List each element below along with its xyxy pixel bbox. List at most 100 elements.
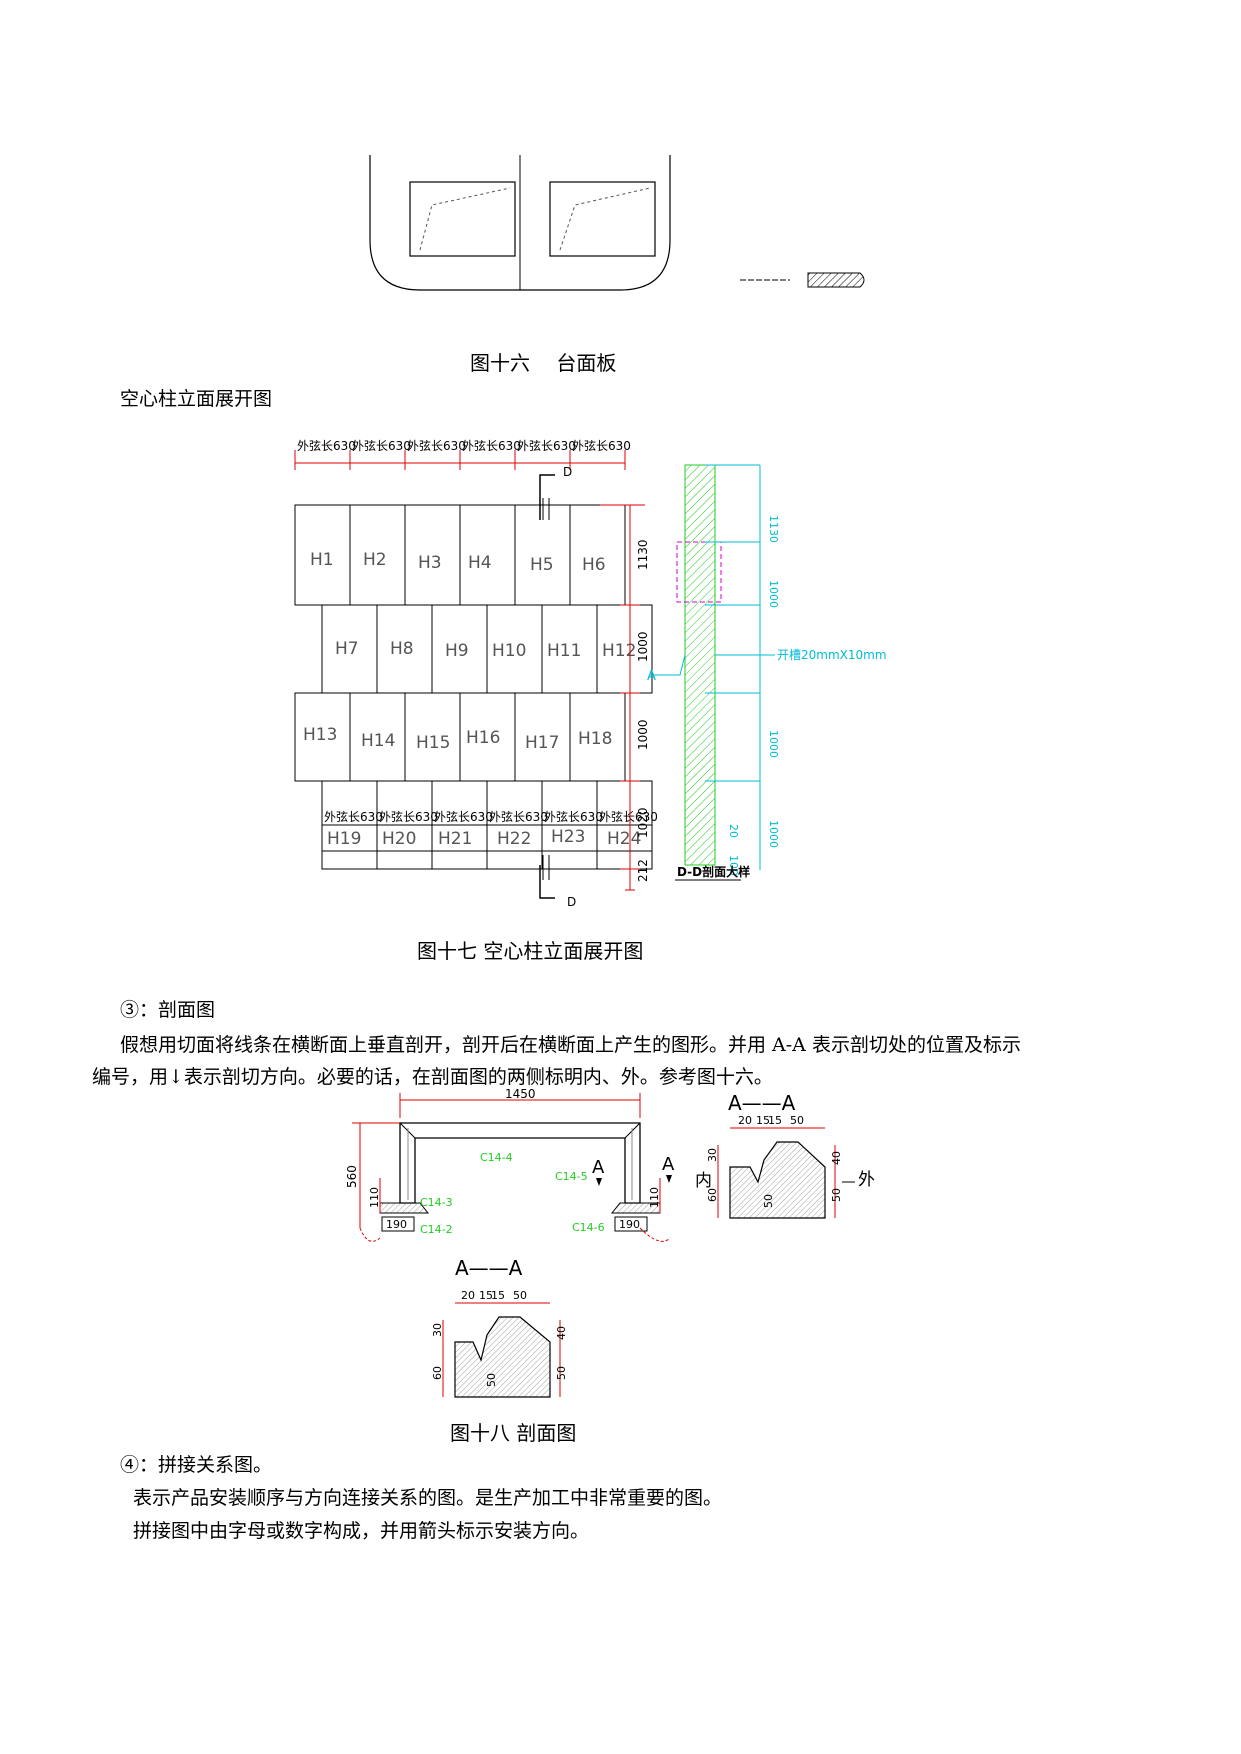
chord-label: 外弦长630 bbox=[544, 809, 603, 824]
code-label: C14-3 bbox=[420, 1196, 453, 1209]
dim-label: 212 bbox=[636, 859, 650, 882]
profile-dim: 50 bbox=[513, 1289, 527, 1302]
dim-label: 1020 bbox=[636, 807, 650, 838]
panel-label: H21 bbox=[438, 829, 472, 849]
panel-label: H11 bbox=[547, 641, 581, 661]
profile-dim: 15 bbox=[479, 1289, 493, 1302]
profile-dim: 30 bbox=[706, 1148, 719, 1162]
code-label: C14-6 bbox=[572, 1221, 605, 1234]
chord-label: 外弦长630 bbox=[572, 438, 631, 453]
sec3-heading: ③：剖面图 bbox=[120, 999, 216, 1021]
dd-section-detail: 1130 1000 1000 1000 20 100 开槽20mmX10mm A… bbox=[647, 464, 887, 881]
fig18-profile-bottom: 20 15 15 50 30 60 40 50 50 bbox=[431, 1289, 568, 1398]
chord-label: 外弦长630 bbox=[462, 438, 521, 453]
chord-label: 外弦长630 bbox=[324, 809, 383, 824]
panel-label: H4 bbox=[468, 553, 492, 573]
profile-dim: 50 bbox=[555, 1366, 568, 1380]
panel-label: H19 bbox=[327, 829, 361, 849]
panel-label: H8 bbox=[390, 639, 414, 659]
profile-dim: 20 bbox=[738, 1114, 752, 1127]
dim-label: 1130 bbox=[636, 539, 650, 570]
panel-label: H18 bbox=[578, 729, 612, 749]
fig18-plan: 1450 560 110 110 190 190 C14-4 C14-5 C14… bbox=[345, 1088, 675, 1242]
panel-label: H13 bbox=[303, 725, 337, 745]
aa-label-right: A——A bbox=[728, 1091, 796, 1115]
profile-dim: 15 bbox=[768, 1114, 782, 1127]
panel-label: H22 bbox=[497, 829, 531, 849]
dd-dim: 100 bbox=[727, 855, 740, 876]
width-dim: 1450 bbox=[505, 1088, 536, 1101]
profile-dim: 50 bbox=[830, 1188, 843, 1202]
code-label: C14-5 bbox=[555, 1170, 588, 1183]
sec4-heading: ④：拼接关系图。 bbox=[120, 1454, 273, 1476]
dd-dim: 1000 bbox=[767, 580, 780, 608]
sec3-line1: 假想用切面将线条在横断面上垂直剖开，剖开后在横断面上产生的图形。并用 A-A 表… bbox=[120, 1034, 1021, 1056]
panel-label: H10 bbox=[492, 641, 526, 661]
profile-dim: 40 bbox=[830, 1151, 843, 1165]
inner-label: 内 bbox=[695, 1171, 712, 1191]
chord-label: 外弦长630 bbox=[352, 438, 411, 453]
fig16-caption: 图十六 台面板 bbox=[470, 351, 617, 375]
dim-190-left: 190 bbox=[386, 1218, 407, 1231]
panel-label: H6 bbox=[582, 555, 606, 575]
panel-label: H9 bbox=[445, 641, 469, 661]
panel-label: H14 bbox=[361, 731, 395, 751]
fig18-profile-right: A——A 20 15 15 50 30 60 40 50 50 内 外 bbox=[695, 1091, 875, 1219]
panel-label: H7 bbox=[335, 639, 359, 659]
sec3-line2: 编号，用↓表示剖切方向。必要的话，在剖面图的两侧标明内、外。参考图十六。 bbox=[92, 1066, 773, 1088]
profile-dim: 50 bbox=[762, 1194, 775, 1208]
sec4-line1: 表示产品安装顺序与方向连接关系的图。是生产加工中非常重要的图。 bbox=[133, 1487, 723, 1509]
height-dim: 560 bbox=[345, 1165, 359, 1188]
panel-label: H12 bbox=[602, 641, 636, 661]
fig18-caption: 图十八 剖面图 bbox=[450, 1421, 577, 1445]
profile-dim: 20 bbox=[461, 1289, 475, 1302]
chord-label: 外弦长630 bbox=[599, 809, 658, 824]
profile-dim: 50 bbox=[790, 1114, 804, 1127]
chord-label: 外弦长630 bbox=[489, 809, 548, 824]
cut-mark: A bbox=[592, 1157, 605, 1178]
dd-a-label: A bbox=[647, 669, 656, 684]
fig16-drawing bbox=[369, 155, 865, 291]
panel-row-1 bbox=[294, 504, 626, 606]
panel-label: H17 bbox=[525, 733, 559, 753]
profile-dim: 50 bbox=[485, 1373, 498, 1387]
dd-dim: 1000 bbox=[767, 820, 780, 848]
panel-row-3 bbox=[294, 692, 626, 782]
vertical-dims bbox=[600, 504, 645, 891]
profile-dim: 30 bbox=[431, 1323, 444, 1337]
panel-label: H1 bbox=[310, 550, 334, 570]
profile-dim: 60 bbox=[706, 1188, 719, 1202]
panel-label: H2 bbox=[363, 550, 387, 570]
dd-groove-label: 开槽20mmX10mm bbox=[777, 648, 887, 662]
dim-110-right: 110 bbox=[648, 1187, 661, 1208]
profile-dim: 40 bbox=[555, 1326, 568, 1340]
chord-label: 外弦长630 bbox=[517, 438, 576, 453]
panel-label: H5 bbox=[530, 555, 554, 575]
dim-110-left: 110 bbox=[368, 1187, 381, 1208]
fig17-caption: 图十七 空心柱立面展开图 bbox=[417, 939, 644, 963]
dim-190-right: 190 bbox=[619, 1218, 640, 1231]
dim-label: 1000 bbox=[636, 631, 650, 662]
cut-mark: A bbox=[662, 1154, 675, 1175]
chord-label: 外弦长630 bbox=[407, 438, 466, 453]
panel-label: H23 bbox=[551, 827, 585, 847]
top-chord-labels: 外弦长630 外弦长630 外弦长630 外弦长630 外弦长630 外弦长63… bbox=[294, 438, 631, 470]
panel-label: H15 bbox=[416, 733, 450, 753]
dd-dim: 1000 bbox=[767, 730, 780, 758]
profile-dim: 60 bbox=[431, 1366, 444, 1380]
section-mark-top: D bbox=[563, 465, 572, 479]
chord-label: 外弦长630 bbox=[379, 809, 438, 824]
panel-label: H20 bbox=[382, 829, 416, 849]
aa-label-bottom: A——A bbox=[455, 1256, 523, 1280]
dd-dim: 20 bbox=[727, 824, 740, 838]
column-heading: 空心柱立面展开图 bbox=[120, 388, 273, 410]
outer-label: 外 bbox=[858, 1170, 875, 1190]
dim-label: 1000 bbox=[636, 719, 650, 750]
profile-dim: 15 bbox=[756, 1114, 770, 1127]
code-label: C14-4 bbox=[480, 1151, 513, 1164]
dd-dim: 1130 bbox=[767, 515, 780, 543]
code-label: C14-2 bbox=[420, 1223, 453, 1236]
panel-label: H3 bbox=[418, 553, 442, 573]
panel-label: H16 bbox=[466, 728, 500, 748]
section-mark-bottom: D bbox=[567, 895, 576, 909]
